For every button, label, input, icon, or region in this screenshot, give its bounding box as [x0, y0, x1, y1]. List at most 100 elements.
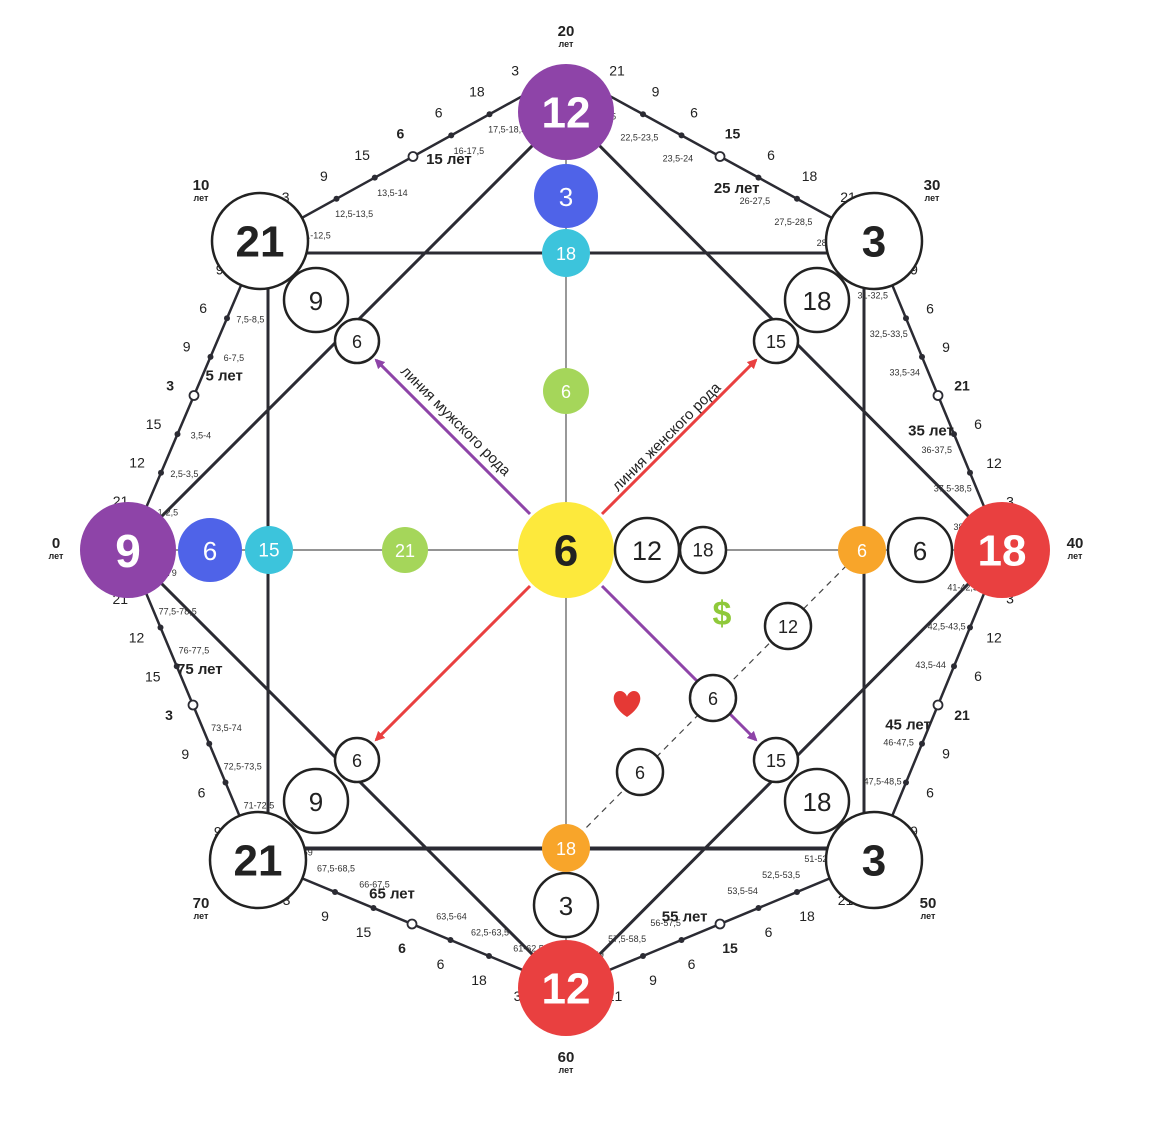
circle-shape	[752, 317, 800, 365]
age-tick-dot	[173, 663, 180, 670]
age-milestone-label: 55 лет	[662, 909, 708, 926]
age-range-label: 71-72,5	[244, 800, 275, 810]
age-tick-dot	[755, 905, 762, 911]
circle-shape	[282, 767, 350, 835]
age-tick-dot	[903, 779, 909, 786]
age-milestone-label: 75 лет	[177, 661, 223, 678]
age-energy-number: 6	[199, 300, 207, 316]
age-range-label: 16-17,5	[454, 146, 485, 156]
circle-right-4: 6	[838, 526, 886, 574]
circle-center: 6	[518, 502, 614, 598]
age-range-label: 53,5-54	[727, 886, 758, 896]
age-range-label: 23,5-24	[663, 154, 694, 164]
age-range-label: 11-12,5	[301, 230, 331, 240]
corner-age-unit: лет	[194, 193, 209, 203]
age-energy-number: 15	[145, 668, 161, 684]
age-tick-dot	[678, 937, 685, 943]
circle-shape	[824, 191, 924, 291]
circle-right-main: 18	[954, 502, 1050, 598]
age-energy-number: 18	[799, 908, 815, 924]
age-tick-dot	[448, 132, 455, 139]
age-energy-number: 6	[974, 416, 982, 432]
corner-age-unit: лет	[194, 911, 209, 921]
corner-age-unit: лет	[921, 911, 936, 921]
circle-right-in-2: 18	[678, 525, 728, 575]
circle-value: 9	[309, 286, 323, 316]
circle-value: 3	[559, 891, 573, 921]
age-energy-number: 18	[469, 83, 485, 99]
circle-shape	[543, 368, 589, 414]
age-range-label: 46-47,5	[883, 738, 914, 748]
circle-value: 18	[803, 286, 832, 316]
circle-value: 6	[708, 689, 718, 709]
corner-age-number: 10	[193, 177, 210, 194]
corner-age-number: 40	[1067, 535, 1084, 552]
age-range-label: 62,5-63,5	[471, 928, 509, 938]
circle-value: 6	[857, 541, 867, 561]
edge-e-topright-right: 31-32,532,5-33,533,5-3436-37,537,5-38,53…	[857, 262, 1014, 533]
age-energy-number: 12	[986, 455, 1002, 471]
circle-value: 6	[913, 536, 927, 566]
age-range-label: 73,5-74	[211, 723, 242, 733]
age-range-label: 37,5-38,5	[934, 484, 972, 494]
age-energy-number: 9	[320, 168, 328, 184]
circle-shape	[838, 526, 886, 574]
corner-age-number: 50	[920, 895, 937, 912]
corner-age-unit: лет	[49, 551, 64, 561]
age-range-label: 31-32,5	[857, 290, 888, 300]
age-tick-dot	[207, 353, 214, 360]
age-energy-number: 9	[910, 823, 918, 839]
age-milestone-label: 25 лет	[714, 180, 760, 197]
age-range-label: 77,5-78,5	[159, 607, 197, 617]
circle-shape	[382, 527, 428, 573]
corner-age-number: 0	[52, 535, 60, 552]
age-range-label: 61-62,5	[513, 944, 544, 954]
age-range-label: 26-27,5	[740, 196, 771, 206]
edge-e-right-bottomright: 41-42,542,5-43,543,5-4446-47,547,5-48,54…	[851, 583, 1014, 839]
age-tick-dot	[794, 889, 800, 895]
age-energy-number: 9	[652, 83, 660, 99]
age-range-label: 6-7,5	[224, 353, 245, 363]
circle-bl-3: 6	[333, 736, 381, 784]
age-milestone-label: 45 лет	[885, 717, 931, 734]
circle-money-2: 6	[688, 673, 738, 723]
age-edges: 1-2,52,5-3,53,5-46-7,57,5-8,58,5-95 лет2…	[112, 62, 1014, 1004]
age-milestone-label: 65 лет	[369, 886, 415, 903]
circle-money-1: 12	[763, 601, 813, 651]
age-tick-dot	[157, 624, 164, 631]
age-range-label: 66-67,5	[359, 880, 390, 890]
circle-value: 9	[115, 525, 141, 577]
circle-shape	[333, 317, 381, 365]
corner-age-number: 70	[193, 895, 210, 912]
age-range-label: 27,5-28,5	[774, 217, 812, 227]
age-energy-number: 15	[354, 147, 370, 163]
age-range-label: 72,5-73,5	[224, 762, 262, 772]
edge-e-top-topright: 21-22,522,5-23,523,5-2426-27,527,5-28,52…	[586, 62, 856, 248]
circle-value: 21	[234, 837, 283, 886]
age-tick-dot	[755, 174, 762, 181]
circle-shape	[542, 229, 590, 277]
age-energy-number: 21	[609, 62, 625, 78]
age-energy-number: 6	[974, 668, 982, 684]
circle-br-2: 18	[783, 767, 851, 835]
age-energy-number: 6	[690, 105, 698, 121]
age-energy-number: 15	[356, 924, 372, 940]
circle-value: 12	[778, 617, 798, 637]
age-range-label: 33,5-34	[889, 368, 920, 378]
circle-left-main: 9	[80, 502, 176, 598]
circle-br-main: 3	[824, 810, 924, 910]
age-energy-number: 9	[181, 746, 189, 762]
age-tick-dot	[333, 195, 340, 202]
age-milestone-dot	[714, 918, 726, 930]
age-range-label: 57,5-58,5	[608, 934, 646, 944]
age-energy-number: 6	[926, 300, 934, 316]
circle-value: 21	[395, 541, 415, 561]
circle-shape	[783, 767, 851, 835]
age-range-label: 41-42,5	[947, 583, 978, 593]
circle-value: 6	[561, 382, 571, 402]
age-energy-number: 9	[183, 339, 191, 355]
